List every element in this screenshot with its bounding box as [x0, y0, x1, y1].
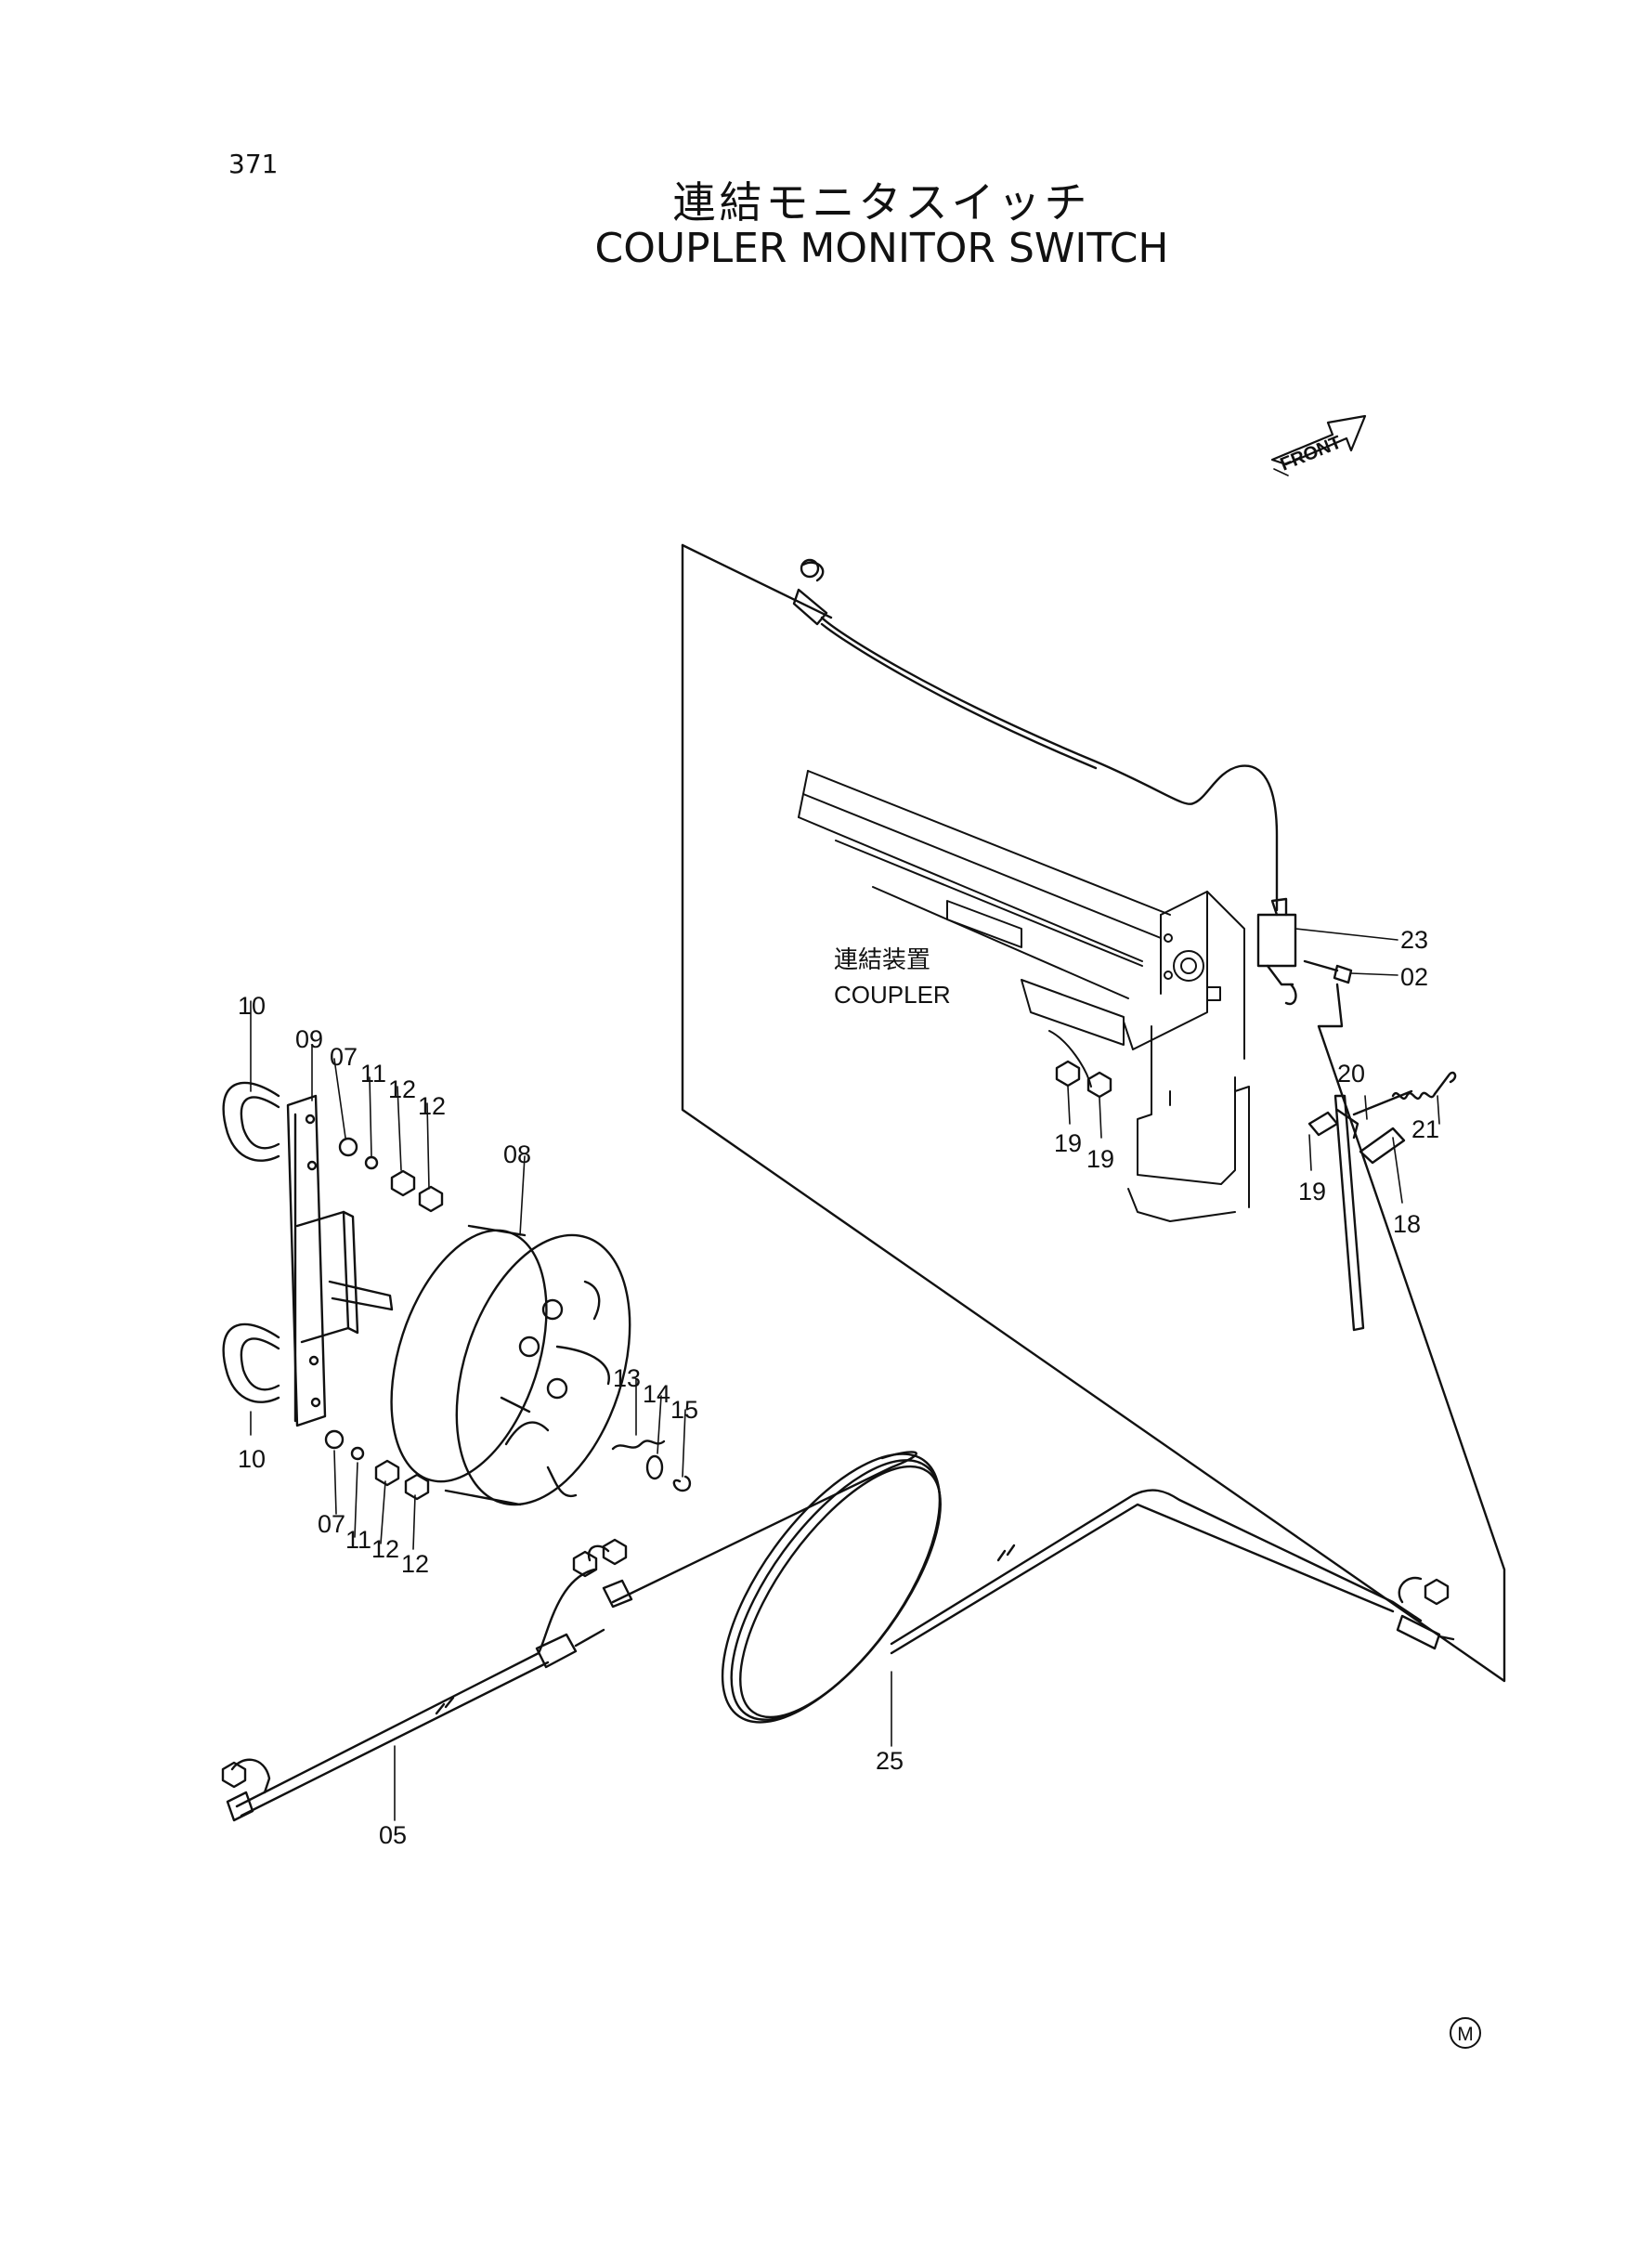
title-japanese: 連結モニタスイッチ — [672, 177, 1091, 228]
page-number: 371 — [228, 149, 279, 179]
part-number-11-lower: 11 — [345, 1526, 371, 1554]
part-13 — [611, 1440, 666, 1451]
part-number-19-b: 19 — [1086, 1145, 1114, 1173]
harness-25 — [572, 1451, 1455, 1724]
part-15 — [672, 1475, 692, 1492]
nuts-19 — [1055, 1060, 1112, 1099]
switch-assembly — [1256, 897, 1353, 1006]
lever-assembly — [1307, 1071, 1457, 1332]
part-number-15: 15 — [670, 1396, 698, 1424]
part-number-18: 18 — [1393, 1210, 1421, 1238]
coupler-label-en: COUPLER — [834, 981, 951, 1009]
cable-reel-08 — [390, 1224, 631, 1506]
m-mark-text: M — [1457, 2024, 1474, 2045]
front-arrow-icon — [1270, 414, 1367, 476]
coupler-structure — [798, 770, 1250, 1222]
boom-panel-outline — [681, 543, 1506, 1683]
part-number-07-lower: 07 — [318, 1510, 345, 1538]
part-number-05: 05 — [379, 1821, 407, 1849]
part-number-12-d: 12 — [401, 1550, 429, 1578]
part-number-07-upper: 07 — [330, 1043, 358, 1071]
part-number-12-a: 12 — [388, 1075, 416, 1103]
title-english: COUPLER MONITOR SWITCH — [594, 225, 1169, 272]
part-number-19-c: 19 — [1298, 1178, 1326, 1205]
harness-05 — [221, 1568, 605, 1822]
harness-upper — [792, 558, 1279, 912]
part-number-20: 20 — [1337, 1060, 1365, 1088]
part-number-13: 13 — [613, 1364, 641, 1392]
front-label: FRONT — [1278, 432, 1345, 475]
coupler-label-jp: 連結装置 — [834, 945, 930, 973]
part-number-02: 02 — [1400, 963, 1428, 991]
part-number-11-upper: 11 — [360, 1060, 386, 1088]
boom-panel-top-edge — [681, 543, 833, 619]
part-number-12-b: 12 — [418, 1092, 446, 1120]
part-number-23: 23 — [1400, 926, 1428, 954]
part-number-25: 25 — [876, 1747, 904, 1775]
washers-lower — [324, 1429, 430, 1501]
bracket-09 — [286, 1094, 394, 1427]
leader-lines — [250, 928, 1440, 1821]
part-number-21: 21 — [1411, 1115, 1439, 1143]
part-14 — [645, 1454, 664, 1480]
part-number-14: 14 — [643, 1380, 670, 1408]
u-bolt-upper — [222, 1081, 280, 1162]
part-number-19-a: 19 — [1054, 1129, 1082, 1157]
washers-upper — [338, 1137, 444, 1213]
part-number-09: 09 — [295, 1025, 323, 1053]
m-mark-icon: M — [1450, 2017, 1481, 2049]
part-number-10-upper: 10 — [238, 992, 266, 1020]
u-bolt-lower — [222, 1322, 280, 1403]
part-number-10-lower: 10 — [238, 1445, 266, 1473]
part-number-12-c: 12 — [371, 1535, 399, 1563]
part-number-08: 08 — [503, 1140, 531, 1168]
